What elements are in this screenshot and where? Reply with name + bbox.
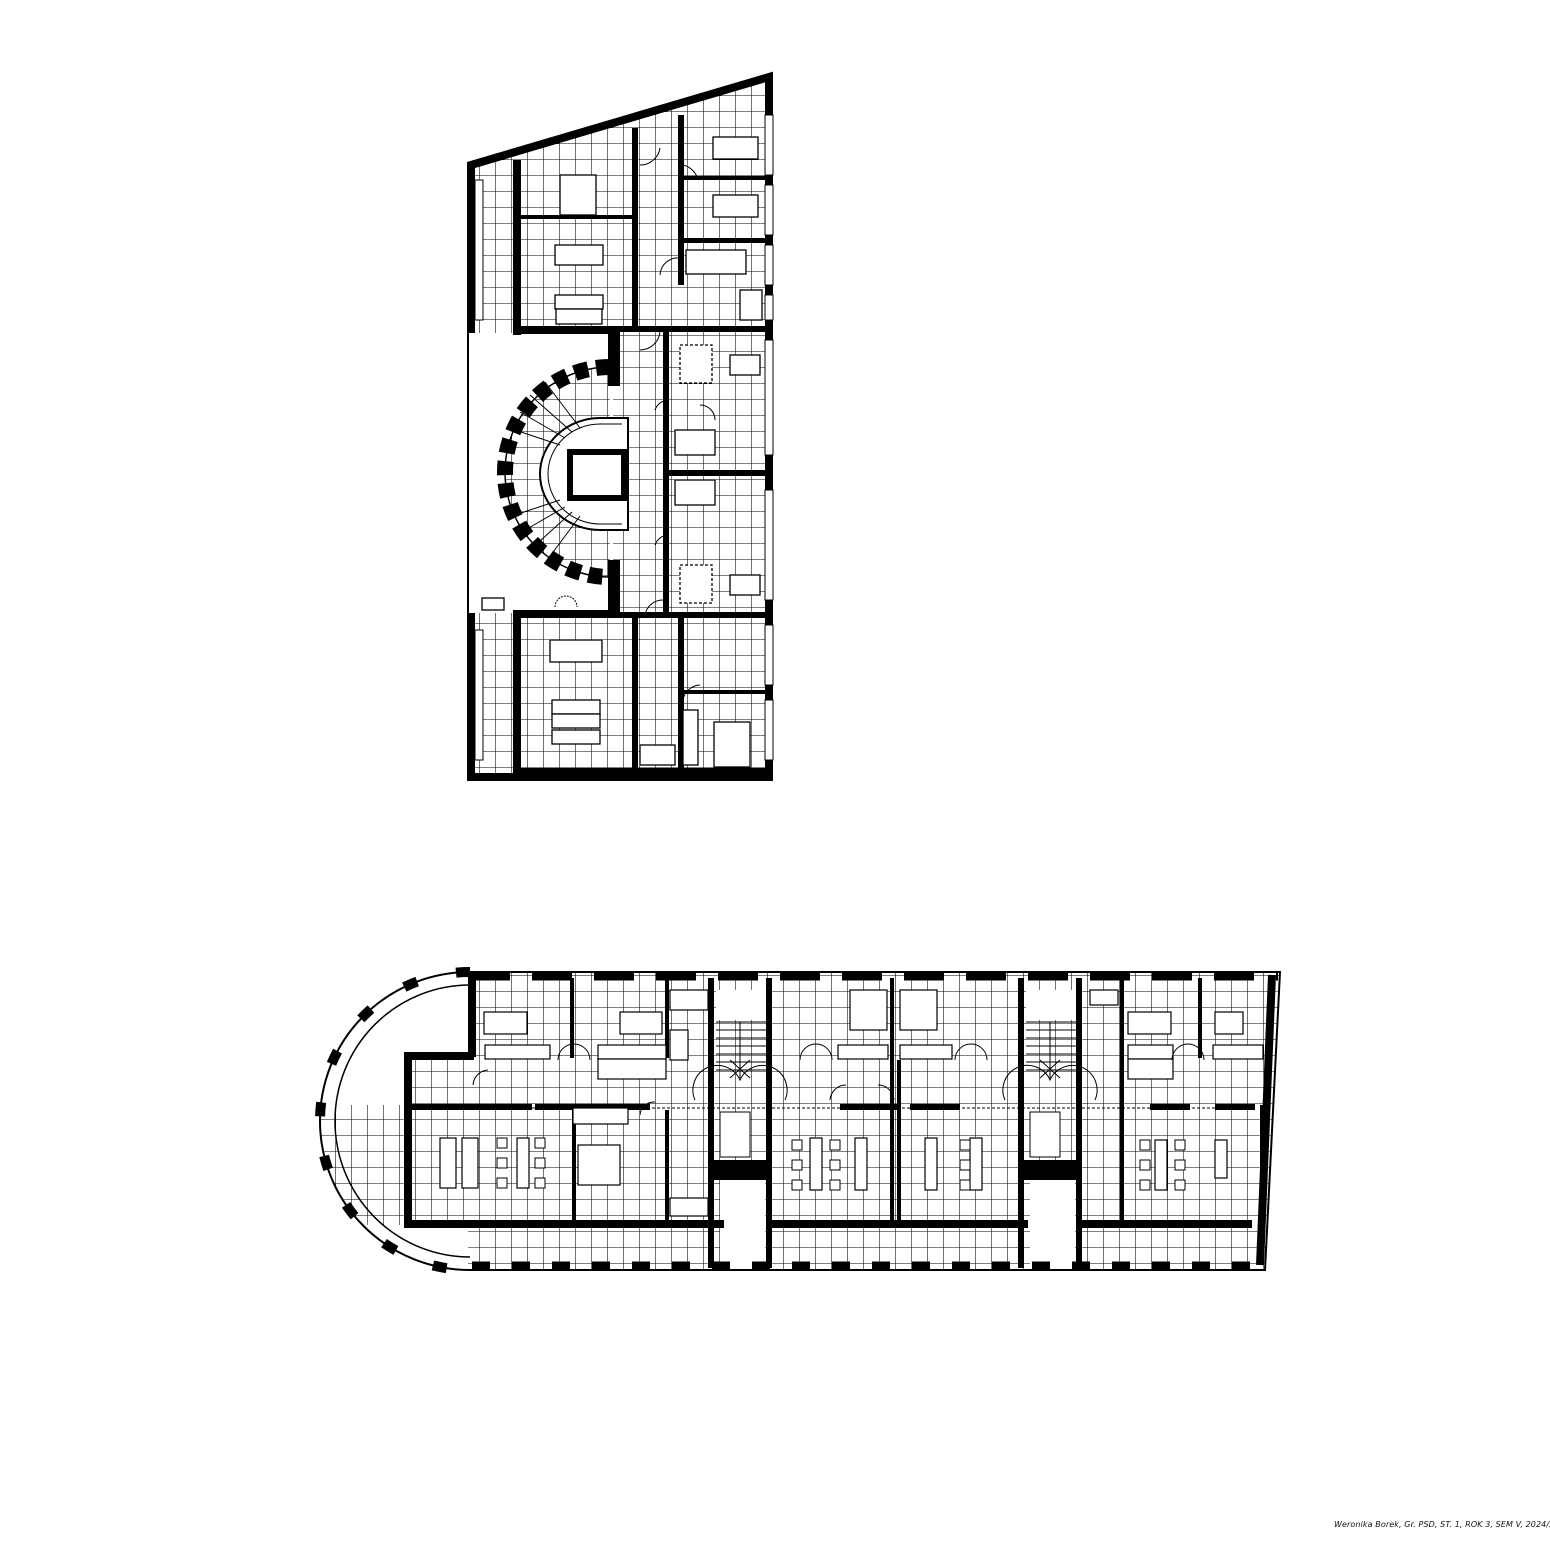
stair-core-2 [1030, 1180, 1075, 1270]
stair-core-1 [720, 1180, 765, 1270]
spiral-stair [497, 359, 629, 585]
doors [554, 147, 716, 701]
interior-walls [404, 975, 1265, 1268]
plan-upper [467, 71, 774, 781]
elevator-core [567, 449, 627, 501]
meeting-table [554, 244, 604, 266]
windows [474, 114, 774, 761]
interior-walls [513, 115, 770, 778]
furniture [481, 136, 763, 768]
stairs [716, 1021, 1076, 1158]
doors [472, 1043, 1205, 1116]
author-caption: Weronika Borek, Gr. PSD, ST. 1, ROK 3, S… [1334, 1520, 1550, 1529]
outer-wall [319, 971, 1282, 1271]
plan-lower [315, 967, 1282, 1275]
chairs [496, 1137, 1186, 1191]
furniture [439, 989, 1264, 1217]
desk [559, 174, 597, 216]
